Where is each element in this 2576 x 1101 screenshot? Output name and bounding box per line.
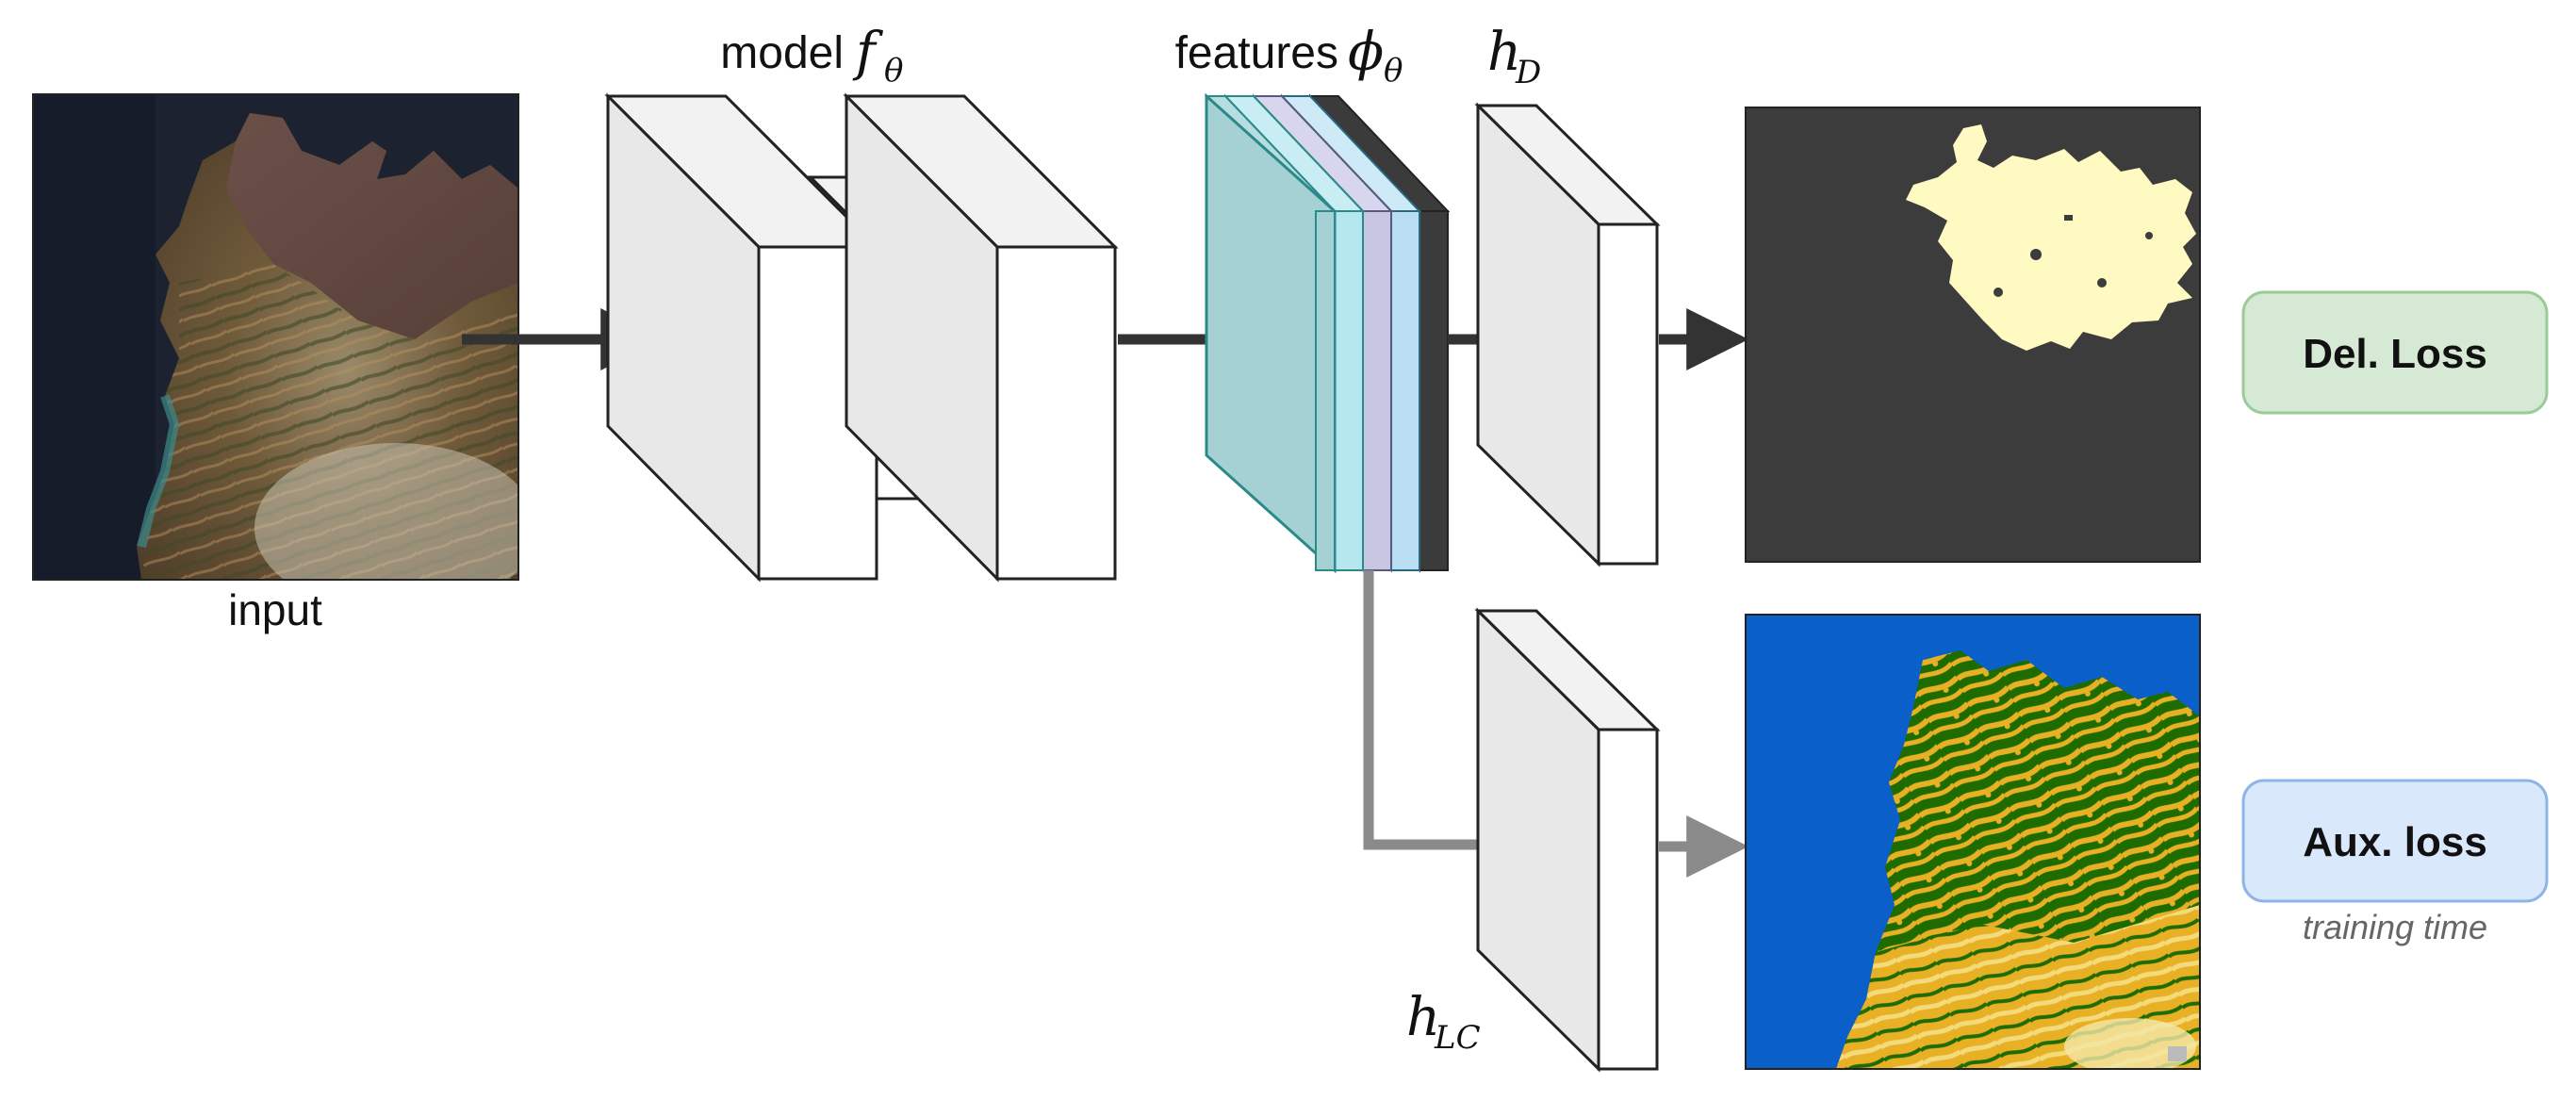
features-label-text: features [1175,28,1338,78]
deforestation-loss-label: Del. Loss [2303,331,2487,377]
features-symbol: ϕ [1348,22,1384,83]
model-label-text: model [720,28,844,78]
mask-region [1906,124,2196,351]
features-label: features ϕ θ [1175,22,1403,90]
arrow-features-to-head-lc [1363,570,1540,876]
feature-layer-teal [1204,92,1337,574]
head-d-subscript: D [1515,54,1541,91]
auxiliary-loss-label: Aux. loss [2303,819,2487,865]
feature-stack [1204,92,1451,574]
model-label: model f θ [720,22,903,90]
landcover-map [1745,614,2201,1070]
model-encoder-block [604,92,880,583]
model-decoder-block [843,92,1119,583]
model-symbol: f [852,22,884,83]
input-label: input [228,585,322,634]
deforestation-loss-box: Del. Loss [2241,290,2549,415]
head-deforestation-label: h D [1487,22,1541,91]
input-image [32,93,519,581]
head-landcover-block [1474,607,1661,1073]
auxiliary-loss-box: Aux. loss [2241,779,2549,903]
head-deforestation-block [1474,102,1661,567]
model-subscript: θ [884,52,903,90]
deforestation-mask [1745,107,2201,563]
head-landcover-label: h LC [1406,987,1481,1057]
head-d-symbol: h [1487,22,1521,83]
training-time-note: training time [2303,908,2487,946]
head-lc-subscript: LC [1434,1019,1481,1057]
features-subscript: θ [1384,52,1403,90]
head-lc-symbol: h [1406,987,1440,1048]
